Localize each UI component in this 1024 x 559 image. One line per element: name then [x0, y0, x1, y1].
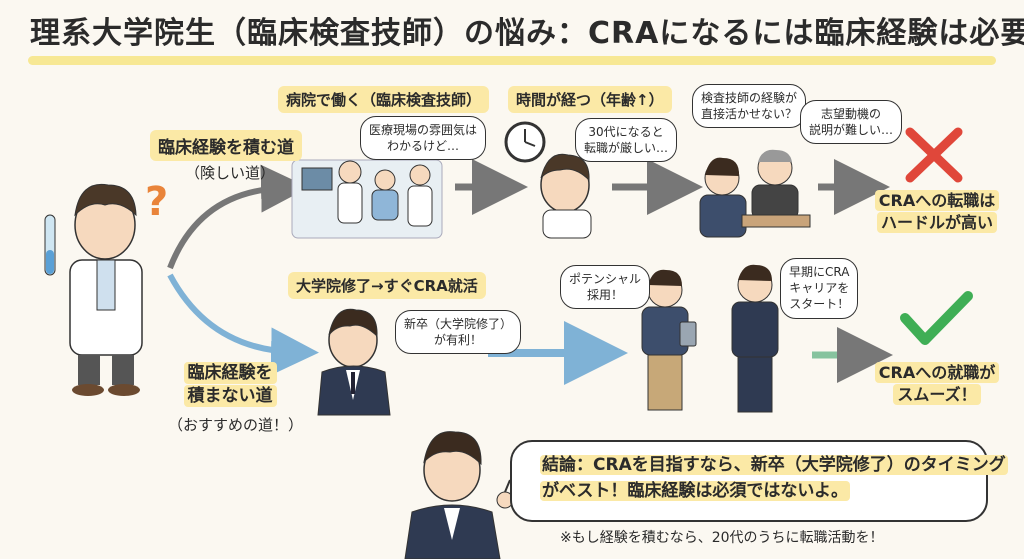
graduate-figure — [317, 308, 391, 416]
path-easy-label-line: 積まない道 — [183, 384, 277, 407]
path-hard-label: 臨床経験を積む道 — [150, 130, 302, 161]
conclusion-bubble: 結論：CRAを目指すなら、新卒（大学院修了）のタイミング がベスト！臨床経験は必… — [510, 440, 1008, 522]
stage-caption-time: 時間が経つ（年齢↑） — [508, 86, 672, 113]
speech-bubble-recruiter: ポテンシャル 採用！ — [560, 265, 651, 310]
interview-scene — [699, 149, 811, 238]
bubble-line: 説明が難しい… — [809, 123, 894, 138]
check-icon — [900, 291, 973, 345]
bubble-line: が有利！ — [434, 333, 483, 348]
mentor-figure — [404, 431, 514, 559]
hospital-scene — [291, 159, 443, 239]
result-hard-line: CRAへの転職は — [874, 190, 1000, 211]
path-easy-sublabel: （おすすめの道！） — [168, 416, 304, 434]
bubble-line: 直接活かせない？ — [701, 107, 798, 122]
speech-bubble-age: 30代になると 転職が厳しい… — [575, 118, 678, 163]
conclusion-line-2: がベスト！臨床経験は必須ではないよ。 — [540, 481, 850, 502]
stage-caption-hospital: 病院で働く（臨床検査技師） — [278, 86, 490, 113]
bubble-line: 30代になると — [588, 125, 664, 139]
bubble-line: 医療現場の雰囲気は — [369, 123, 478, 137]
speech-bubble-interviewer: 志望動機の 説明が難しい… — [800, 100, 903, 145]
bubble-line: 転職が厳しい… — [584, 141, 669, 156]
path-easy-label-line: 臨床経験を — [183, 362, 277, 384]
cross-icon — [905, 127, 963, 183]
bubble-line: わかるけど… — [387, 139, 460, 154]
path-easy-label: 臨床経験を 積まない道 — [170, 362, 290, 408]
older-worker-figure — [540, 153, 592, 239]
recruiting-scene — [641, 264, 779, 413]
speech-bubble-interviewee: 検査技師の経験が 直接活かせない？ — [692, 84, 807, 129]
conclusion-line-1: 結論：CRAを目指すなら、新卒（大学院修了）のタイミング — [540, 455, 1008, 475]
bubble-line: 早期にCRA — [789, 265, 850, 279]
speech-bubble-graduate: 新卒（大学院修了） が有利！ — [395, 310, 522, 355]
path-hard-sublabel: （険しい道） — [185, 164, 276, 182]
stage-caption-job-hunt: 大学院修了→すぐCRA就活 — [288, 272, 486, 299]
branch-arrow-hard — [167, 164, 309, 270]
result-easy-line: スムーズ！ — [893, 383, 981, 405]
result-easy: CRAへの就職が スムーズ！ — [872, 362, 1002, 405]
result-hard-line: ハードルが高い — [876, 211, 997, 233]
bubble-line: 志望動機の — [821, 107, 882, 121]
branch-arrow-easy — [167, 273, 319, 376]
speech-bubble-new-cra: 早期にCRA キャリアを スタート！ — [780, 258, 859, 319]
bubble-line: 検査技師の経験が — [701, 91, 798, 105]
bubble-line: スタート！ — [789, 297, 850, 312]
bubble-line: キャリアを — [789, 281, 850, 296]
page-title: 理系大学院生（臨床検査技師）の悩み：CRAになるには臨床経験は必要？ — [30, 16, 1024, 51]
speech-bubble-hospital: 医療現場の雰囲気は わかるけど… — [360, 116, 487, 161]
student-figure — [44, 183, 143, 396]
result-hard: CRAへの転職は ハードルが高い — [872, 190, 1002, 233]
bubble-line: 新卒（大学院修了） — [404, 317, 513, 331]
clock-icon — [504, 121, 546, 163]
title-underline — [28, 56, 996, 65]
question-mark-icon: ? — [145, 179, 168, 225]
bubble-line: ポテンシャル — [569, 272, 642, 286]
result-easy-line: CRAへの就職が — [874, 362, 1000, 383]
bubble-line: 採用！ — [587, 288, 624, 303]
footnote: ※もし経験を積むなら、20代のうちに転職活動を！ — [560, 530, 884, 546]
